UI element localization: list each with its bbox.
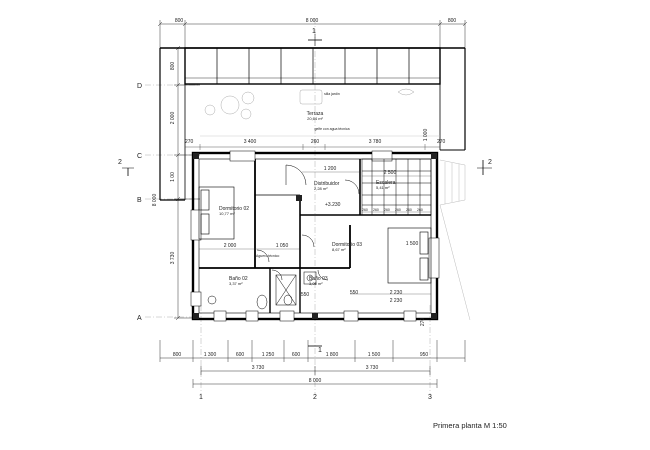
room-name-terraza: Terraza [307, 111, 324, 117]
bed-dormitorio-02 [198, 186, 235, 240]
dim-int-6: 2 230 [390, 290, 403, 296]
section-label-bottom: 1 [318, 347, 322, 354]
dim-int-1: 2 500 [384, 170, 397, 176]
section-mark-bottom: 1 [308, 345, 322, 354]
dim-bottom-2: 600 [236, 352, 245, 358]
dim-left-total: 8 000 [152, 194, 158, 207]
section-label-left: 2 [118, 159, 122, 166]
structural-columns [193, 153, 437, 319]
windows [190, 150, 440, 322]
dim-step-0: 260 [362, 208, 368, 212]
terrace-dimension-line [185, 144, 440, 150]
dim-top-right: 800 [448, 18, 457, 24]
room-area-terraza: 20,64 m² [307, 116, 323, 121]
room-name-bano-02: Baño 02 [229, 276, 248, 282]
dim-bottom-half-0: 3 730 [252, 365, 265, 371]
room-area-escalera: 5,41 m² [376, 185, 390, 190]
room-area-bano-02: 3,37 m² [229, 281, 243, 286]
dim-int-5: 550 [350, 290, 359, 296]
dim-left-0: 800 [170, 62, 176, 71]
dim-int-7: 1 500 [406, 241, 419, 247]
dim-bottom-3: 1 250 [262, 352, 275, 358]
dim-int-0: 1 200 [324, 166, 337, 172]
note-silla: silla jardín [324, 92, 340, 96]
note-gelfe: gelfe con agua técnica [314, 127, 349, 131]
drawing-title: Primera planta M 1:50 [433, 421, 507, 430]
room-name-distribuidor: Distribuidor [314, 181, 340, 187]
room-name-escalera: Escalera [376, 180, 396, 186]
section-label-top: 1 [312, 28, 316, 35]
top-dimension-line [157, 20, 468, 50]
section-label-right: 2 [488, 159, 492, 166]
dim-terrace-1: 3 400 [244, 139, 257, 145]
room-area-bano-03: 3,06 m² [309, 281, 323, 286]
dim-terrace-4: 270 [437, 139, 446, 145]
staircase [361, 158, 432, 216]
dim-bottom-4: 600 [292, 352, 301, 358]
dim-step-5: 260 [417, 208, 423, 212]
section-mark-right: 2 [477, 159, 492, 175]
dim-bottom-7: 950 [420, 352, 429, 358]
dim-int-3: 1 050 [276, 243, 289, 249]
dim-right-0: 1 000 [423, 129, 429, 142]
level-mark: +3.230 [325, 202, 341, 208]
dim-int-4: 550 [301, 292, 310, 298]
left-dimension-line [174, 45, 200, 321]
dim-terrace-0: 270 [185, 139, 194, 145]
section-mark-top: 1 [308, 28, 322, 46]
room-name-dormitorio-03: Dormitorio 03 [332, 242, 362, 248]
room-area-distribuidor: 2,28 m² [314, 186, 328, 191]
dim-int-2: 2 000 [224, 243, 237, 249]
dim-terrace-2: 260 [311, 139, 320, 145]
grid-label-c: C [137, 153, 142, 160]
grid-label-b: B [137, 197, 142, 204]
room-area-dormitorio-02: 10,77 m² [219, 211, 235, 216]
grid-label-1: 1 [199, 394, 203, 401]
dim-bottom-5: 1 800 [326, 352, 339, 358]
bed-dormitorio-03 [387, 227, 432, 284]
dim-bottom-1: 1 300 [204, 352, 217, 358]
dim-bottom-half-1: 3 730 [366, 365, 379, 371]
room-area-dormitorio-03: 8,67 m² [332, 247, 346, 252]
dim-bottom-total: 8 000 [309, 378, 322, 384]
interior-dimension-lines [199, 171, 431, 295]
grid-axis-lines [145, 18, 431, 395]
dim-step-2: 260 [384, 208, 390, 212]
dim-bottom-0: 800 [173, 352, 182, 358]
room-name-bano-03: Baño 03 [309, 276, 328, 282]
grid-label-3: 3 [428, 394, 432, 401]
room-name-dormitorio-02: Dormitorio 02 [219, 206, 249, 212]
bottom-dimension-line-1 [159, 340, 466, 362]
exterior-stair [439, 159, 471, 321]
dim-step-4: 260 [406, 208, 412, 212]
dim-top-left: 800 [175, 18, 184, 24]
dim-left-2: 1 00 [170, 172, 176, 182]
bottom-dimension-line-2 [200, 366, 431, 375]
dim-right-1: 270 [420, 318, 426, 327]
grid-label-a: A [137, 315, 142, 322]
dim-bottom-6: 1 500 [368, 352, 381, 358]
grid-label-d: D [137, 83, 142, 90]
dim-int-8: 2 230 [390, 298, 403, 304]
dim-top-total: 8 000 [306, 18, 319, 24]
bottom-dimension-line-3 [192, 379, 438, 388]
terrace-furniture [204, 88, 415, 120]
dim-step-3: 260 [395, 208, 401, 212]
bathroom-fixtures [207, 271, 317, 310]
dim-terrace-3: 3 780 [369, 139, 382, 145]
section-mark-left: 2 [118, 159, 134, 176]
dim-left-1: 2 000 [170, 112, 176, 125]
dim-left-3: 3 730 [170, 252, 176, 265]
door-swings [256, 164, 360, 281]
grid-label-2: 2 [313, 394, 317, 401]
dim-step-1: 260 [373, 208, 379, 212]
note-aguero: Aguero técnico [256, 254, 279, 258]
terrace-outline [159, 47, 466, 201]
pergola-slats [185, 48, 440, 84]
